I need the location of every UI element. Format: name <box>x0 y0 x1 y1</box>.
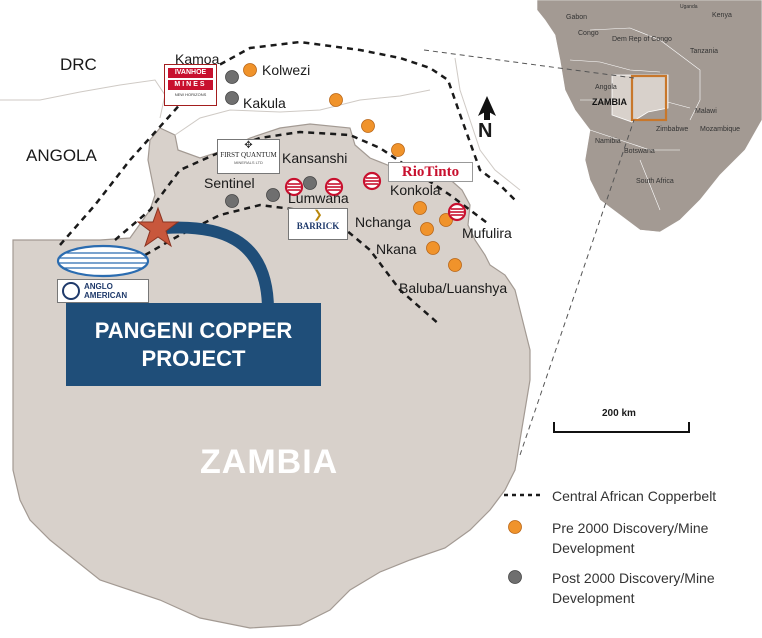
label-konkola: Konkola <box>390 182 441 198</box>
pre2000-deposits <box>243 63 462 272</box>
inset-zimbabwe: Zimbabwe <box>656 126 689 133</box>
ivanhoe-logo: IVANHOE MINES NEW HORIZONS <box>164 64 217 106</box>
label-baluba-luanshya: Baluba/Luanshya <box>399 280 508 296</box>
drc-border <box>0 79 166 119</box>
deposit-kansanshi <box>303 176 317 190</box>
label-mufulira: Mufulira <box>462 225 512 241</box>
label-kansanshi: Kansanshi <box>282 150 348 166</box>
inset-botswana: Botswana <box>624 148 655 155</box>
project-line-2: PROJECT <box>141 346 246 371</box>
deposit-lumwana <box>266 188 280 202</box>
rio-marker-1 <box>284 177 304 197</box>
inset-highlight-box <box>630 74 668 122</box>
drc-border-lake <box>454 57 521 191</box>
deposit-dot <box>329 93 343 107</box>
project-line-1: PANGENI COPPER <box>94 318 293 343</box>
ivanhoe-line2: MINES <box>168 80 213 90</box>
deposit-konkola <box>413 201 427 215</box>
deposit-sentinel <box>225 194 239 208</box>
barrick-logo: ❯ BARRICK <box>288 208 348 240</box>
anglo-line1: ANGLO <box>84 282 113 291</box>
scale-bar <box>553 422 690 433</box>
deposit-baluba <box>448 258 462 272</box>
label-kamoa: Kamoa <box>175 51 220 67</box>
anglo-emblem-icon <box>62 282 80 300</box>
deposit-dot <box>361 119 375 133</box>
deposit-kakula <box>225 91 239 105</box>
rio-tinto-markers <box>284 171 467 222</box>
post2000-deposits <box>225 70 317 208</box>
first-quantum-sub: MINERALS LTD <box>234 160 263 165</box>
north-arrow-icon <box>478 96 496 120</box>
label-kolwezi: Kolwezi <box>262 62 311 78</box>
barrick-emblem-icon: ❯ <box>313 209 323 221</box>
label-nkana: Nkana <box>376 241 417 257</box>
anglo-american-ellipse <box>56 244 150 278</box>
drc-border-east <box>174 89 431 136</box>
rio-tinto-logo: RioTinto <box>388 162 473 182</box>
first-quantum-emblem-icon: ✥ <box>244 140 253 151</box>
label-lumwana: Lumwana <box>288 190 349 206</box>
north-label: N <box>478 120 493 142</box>
inset-drc: Dem Rep of Congo <box>612 36 672 43</box>
project-connector <box>164 221 274 311</box>
country-label-zambia: ZAMBIA <box>200 443 339 481</box>
deposit-dot <box>391 143 405 157</box>
inset-gabon: Gabon <box>566 14 588 21</box>
legend-orange-dot <box>508 520 522 534</box>
inset-mozambique: Mozambique <box>700 126 741 133</box>
pangeni-project-label: PANGENI COPPER PROJECT <box>66 303 321 386</box>
inset-kenya: Kenya <box>712 12 732 19</box>
inset-malawi: Malawi <box>695 108 717 115</box>
inset-tanzania: Tanzania <box>690 48 719 55</box>
deposit-kolwezi <box>243 63 257 77</box>
inset-map <box>536 0 762 235</box>
inset-uganda: Uganda <box>680 4 698 10</box>
inset-congo: Congo <box>578 30 599 37</box>
inset-zambia-label: ZAMBIA <box>592 97 627 107</box>
first-quantum-logo: ✥ FIRST QUANTUM MINERALS LTD <box>217 139 280 174</box>
label-nchanga: Nchanga <box>355 214 412 230</box>
inset-zambia <box>611 74 669 123</box>
country-label-drc: DRC <box>60 55 97 74</box>
label-sentinel: Sentinel <box>204 175 255 191</box>
country-label-angola: ANGOLA <box>26 146 97 165</box>
anglo-american-logo: ANGLO AMERICAN <box>57 279 149 303</box>
pangeni-project-star <box>136 206 180 248</box>
rio-marker-3 <box>362 171 382 191</box>
label-kakula: Kakula <box>243 95 286 111</box>
legend-post2000-label-2: Development <box>552 590 635 606</box>
deposit-nkana <box>426 241 440 255</box>
inset-connector-bottom <box>519 119 635 456</box>
first-quantum-name: FIRST QUANTUM <box>220 151 277 159</box>
rio-marker-4 <box>447 202 467 222</box>
legend-grey-dot <box>508 570 522 584</box>
deposit-nchanga <box>420 222 434 236</box>
anglo-line2: AMERICAN <box>84 291 128 300</box>
legend-pre2000-label-1: Pre 2000 Discovery/Mine <box>552 520 709 536</box>
deposit-kamoa <box>225 70 239 84</box>
legend-pre2000-label-2: Development <box>552 540 635 556</box>
legend-copperbelt-label: Central African Copperbelt <box>552 488 717 504</box>
inset-south-africa: South Africa <box>636 178 674 185</box>
ivanhoe-line3: NEW HORIZONS <box>174 92 207 97</box>
ivanhoe-line1: IVANHOE <box>168 68 213 78</box>
inset-namibia: Namibia <box>595 138 621 145</box>
legend-post2000-label-1: Post 2000 Discovery/Mine <box>552 570 715 586</box>
barrick-name: BARRICK <box>296 221 340 231</box>
inset-angola: Angola <box>595 84 617 91</box>
rio-tinto-name: RioTinto <box>401 164 460 180</box>
rio-marker-2 <box>324 177 344 197</box>
scale-label: 200 km <box>602 408 636 419</box>
